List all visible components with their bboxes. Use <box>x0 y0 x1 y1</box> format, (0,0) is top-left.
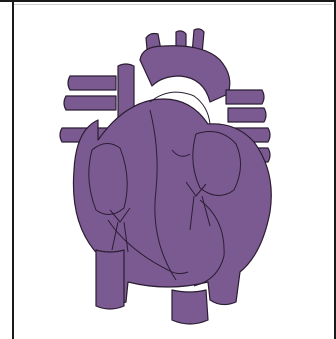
right-vessel-upper <box>226 90 264 104</box>
left-vessel-upper <box>68 76 116 90</box>
inferior-vena-cava <box>96 250 124 309</box>
left-vessel-middle <box>64 96 116 110</box>
right-vessel-middle <box>228 108 266 122</box>
descending-aorta <box>172 290 208 324</box>
